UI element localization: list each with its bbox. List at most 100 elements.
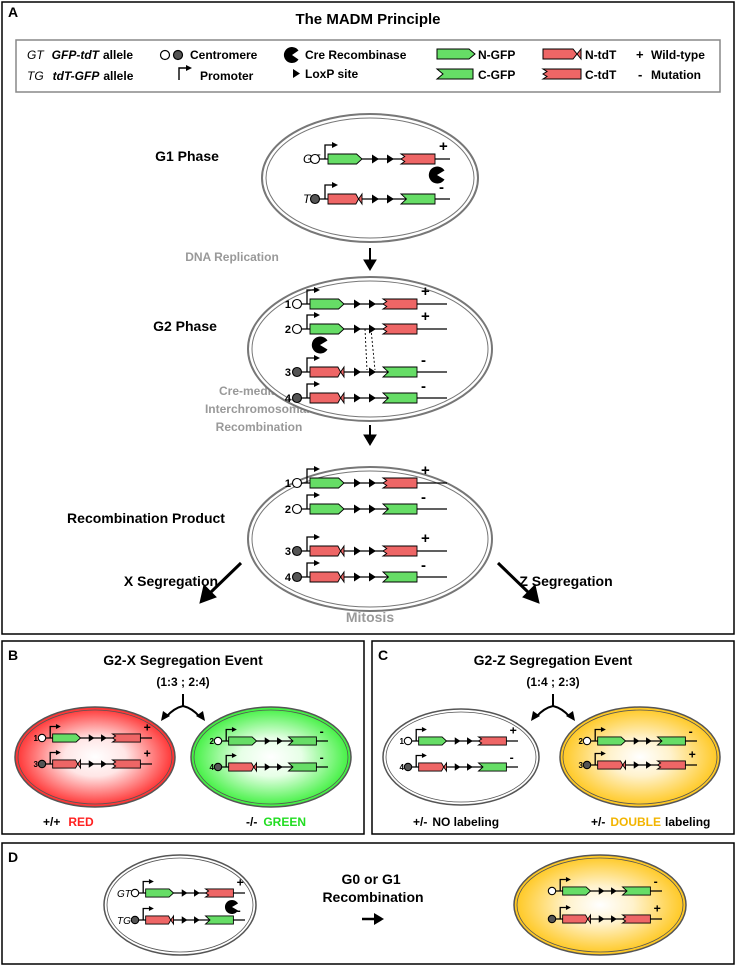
panel-c-title: G2-Z Segregation Event	[474, 652, 633, 668]
cgfp-block	[287, 736, 317, 746]
cgfp-block	[381, 571, 418, 583]
panel-c-subtitle: (1:4 ; 2:3)	[526, 675, 579, 689]
chromosomes: GTTG+-1+2+3-4-1+2-3+4-1+3+2-4-1+4-2-3+GT…	[34, 138, 697, 927]
promoter-icon	[332, 142, 338, 148]
centromere-icon	[291, 503, 303, 515]
ctdt-block	[381, 545, 418, 557]
loxp-icon	[181, 889, 188, 897]
ngfp-block	[327, 153, 363, 165]
crossover-lines	[364, 328, 376, 371]
split-arrowhead-c1	[531, 711, 540, 721]
loxp-icon	[293, 69, 300, 78]
loxp-icon	[354, 572, 361, 582]
chromosome-row: -	[582, 724, 697, 746]
ntdt-block	[145, 914, 174, 926]
loxp-icon	[354, 367, 361, 377]
ctdt-block	[111, 733, 141, 743]
loxp-icon	[611, 915, 617, 923]
loxp-icon	[101, 760, 107, 768]
legend-ctdt: C-tdT	[585, 68, 617, 82]
ctdt-block	[381, 323, 418, 335]
chromosome-number: 3	[285, 367, 291, 379]
loxp-icon	[354, 299, 361, 309]
centromere-icon	[130, 915, 140, 925]
g1-phase-label: G1 Phase	[155, 148, 219, 164]
chromosome-row: -	[291, 352, 447, 379]
green-outcome: -/-GREEN	[246, 815, 306, 829]
chromosome-number: 1	[400, 737, 405, 746]
chromosome-number: 3	[34, 760, 39, 769]
centromere-filled-icon	[172, 49, 184, 61]
allele-sign: +	[144, 746, 151, 760]
z-segregation-label: Z Segregation	[519, 573, 612, 589]
chromosome-number: 2	[285, 504, 291, 516]
allele-sign: +	[421, 283, 430, 300]
ntdt-block	[597, 759, 626, 771]
dna-replication-label: DNA Replication	[185, 250, 279, 264]
loxp-icon	[354, 324, 361, 334]
g2-phase-label: G2 Phase	[153, 318, 217, 334]
centromere-icon	[213, 736, 223, 746]
legend-cgfp: C-GFP	[478, 68, 515, 82]
centromere-open-icon	[159, 49, 171, 61]
ngfp-block	[228, 736, 258, 746]
chromosome-row: -	[291, 378, 447, 405]
cell-g2	[247, 276, 493, 422]
chromosome-row: -	[547, 874, 662, 896]
chromosome-number: 4	[285, 572, 292, 584]
chromosome-row: -	[309, 179, 450, 206]
promoter-icon	[421, 727, 427, 732]
promoter-icon	[231, 753, 237, 758]
chromosome-row: -	[291, 489, 447, 515]
loxp-icon	[264, 763, 271, 771]
promoter-icon	[148, 879, 154, 884]
allele-sign: +	[421, 308, 430, 325]
panel-b-frame	[1, 640, 365, 835]
centromere-icon	[291, 571, 303, 583]
centromere-icon	[291, 545, 303, 557]
promoter-icon	[421, 753, 427, 758]
centromere-icon	[291, 323, 303, 335]
loxp-icon	[354, 393, 361, 403]
loxp-icon	[598, 887, 605, 895]
legend-ngfp: N-GFP	[478, 48, 515, 62]
cgfp-block	[287, 762, 317, 772]
allele-sign: -	[421, 378, 426, 395]
ngfp-block	[145, 888, 175, 898]
panel-c-letter: C	[378, 647, 388, 663]
chromosome-number: 2	[210, 737, 215, 746]
cell-recombination-product	[247, 466, 493, 612]
loxp-icon	[369, 324, 376, 334]
loxp-icon	[354, 478, 361, 488]
ngfp-block	[418, 736, 448, 746]
cell-no-label	[382, 708, 540, 806]
ntdt-block	[309, 365, 345, 379]
promoter-icon	[178, 67, 186, 80]
legend-mut: Mutation	[651, 68, 701, 82]
panel-a-frame	[1, 1, 735, 635]
allele-sign: +	[237, 875, 244, 889]
loxp-icon	[277, 737, 283, 745]
ngfp-block	[309, 503, 345, 515]
centromere-icon	[291, 298, 303, 310]
split-arrow-b	[165, 694, 201, 718]
loxp-icon	[454, 763, 461, 771]
x-segregation-label: X Segregation	[124, 573, 218, 589]
promoter-icon	[314, 492, 320, 498]
split-arrow-c	[535, 694, 571, 718]
centromere-icon	[547, 886, 557, 896]
legend-wt: Wild-type	[651, 48, 705, 62]
loxp-icon	[369, 546, 376, 556]
panel-d-arrowhead	[374, 913, 384, 925]
ntdt-block	[562, 913, 591, 925]
chromosome-row: -	[213, 724, 328, 746]
cell-d-left	[103, 854, 257, 956]
centromere-icon	[403, 762, 413, 772]
cre-recombinase-icon	[283, 47, 299, 63]
cgfp-block	[399, 193, 436, 205]
ctdt-block	[399, 153, 436, 165]
ngfp-block	[309, 477, 345, 489]
chromosome-number: 2	[285, 324, 291, 336]
red-outcome: +/+RED	[43, 815, 94, 829]
